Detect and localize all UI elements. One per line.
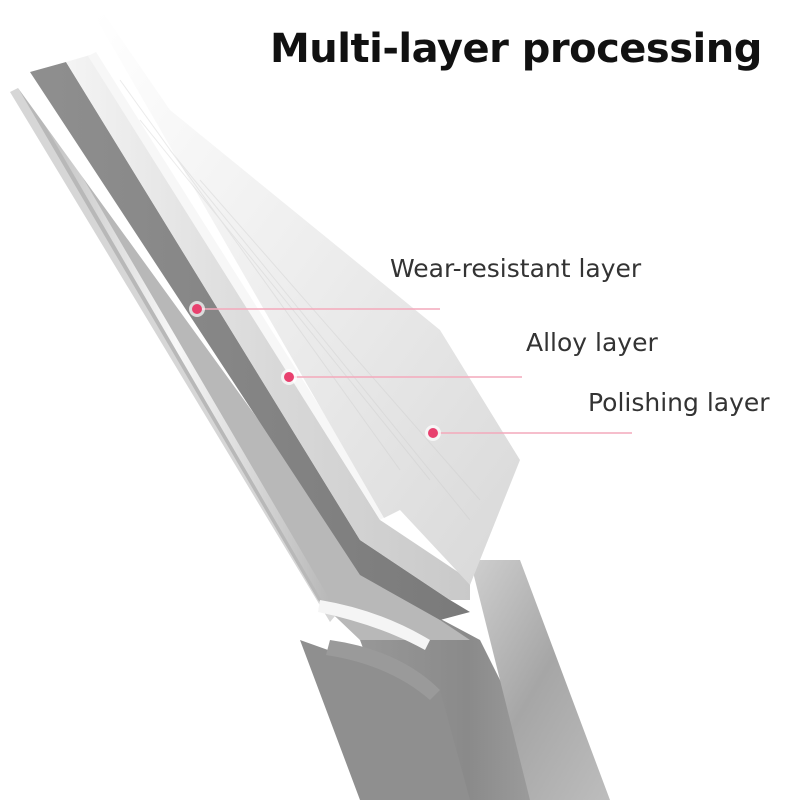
wear-resistant-layer-label: Wear-resistant layer xyxy=(390,254,642,283)
hinge-shadow xyxy=(326,640,440,700)
polishing-layer xyxy=(96,14,520,585)
highlight-streak xyxy=(22,84,330,604)
alloy-edge-line xyxy=(88,52,388,520)
alloy-layer-label: Alloy layer xyxy=(526,328,658,357)
alloy-layer xyxy=(66,55,470,600)
page-title: Multi-layer processing xyxy=(270,26,762,72)
wear-resistant-layer xyxy=(30,62,470,620)
handle-right xyxy=(470,560,610,800)
polishing-layer-label: Polishing layer xyxy=(588,388,770,417)
callout-lines xyxy=(197,308,632,434)
brushed-texture xyxy=(119,79,481,521)
callout-dots xyxy=(189,301,441,441)
hinge-highlight xyxy=(318,600,430,650)
handle-shank-lower xyxy=(300,640,470,800)
